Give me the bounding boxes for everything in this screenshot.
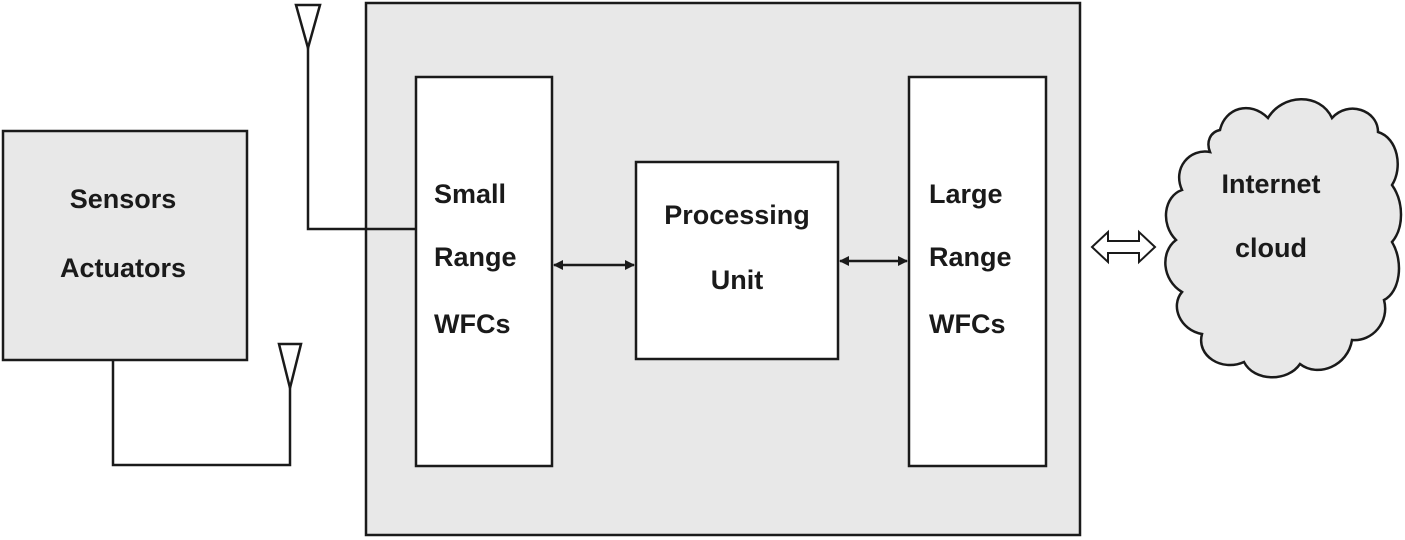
sensors-actuators-box xyxy=(1,129,249,362)
processing-unit-line1: Processing xyxy=(664,200,810,230)
large-range-line2: Range xyxy=(929,242,1012,272)
processing-unit-block xyxy=(634,160,840,361)
internet-cloud-icon xyxy=(1164,98,1403,379)
internet-cloud-line2: cloud xyxy=(1235,233,1307,263)
antenna-icon xyxy=(294,3,322,53)
small-range-wfcs-block xyxy=(414,75,554,468)
antenna-icon xyxy=(277,342,303,389)
sensors-antenna-wire xyxy=(111,360,292,467)
internet-cloud-line1: Internet xyxy=(1221,169,1320,199)
processing-unit-line2: Unit xyxy=(711,265,763,295)
small-range-line2: Range xyxy=(434,242,517,272)
sensors-label: Sensors xyxy=(70,184,177,214)
small-range-line3: WFCs xyxy=(434,309,511,339)
large-range-line3: WFCs xyxy=(929,309,1006,339)
large-range-line1: Large xyxy=(929,179,1003,209)
small-range-antenna-wire xyxy=(306,45,416,231)
actuators-label: Actuators xyxy=(60,253,186,283)
large-range-wfcs-block xyxy=(907,75,1048,468)
gateway-cloud-double-arrow xyxy=(1090,229,1157,265)
small-range-line1: Small xyxy=(434,179,506,209)
